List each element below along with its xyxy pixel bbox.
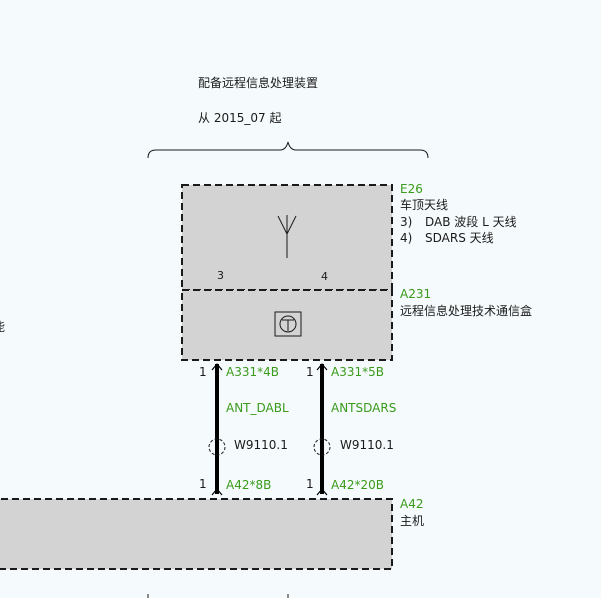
e26-pin-4: 4 bbox=[321, 270, 328, 283]
cable-shield-left bbox=[208, 438, 226, 456]
telematics-module-icon bbox=[274, 311, 302, 337]
top-brace bbox=[147, 141, 429, 159]
right-top-pin: 1 bbox=[306, 365, 314, 379]
bottom-brace-fragment bbox=[147, 594, 289, 598]
e26-pin-3: 3 bbox=[217, 269, 224, 282]
e26-variant-4-text: SDARS 天线 bbox=[425, 231, 494, 245]
antenna-icon bbox=[277, 215, 297, 258]
e26-code[interactable]: E26 bbox=[400, 182, 423, 196]
right-bottom-connector[interactable]: A42*20B bbox=[331, 478, 384, 492]
a231-code[interactable]: A231 bbox=[400, 287, 432, 301]
e26-variant-4-num: 4) bbox=[400, 231, 413, 245]
right-top-connector[interactable]: A331*5B bbox=[331, 365, 384, 379]
edge-text-fragment: 能 bbox=[0, 318, 5, 335]
e26-name: 车顶天线 bbox=[400, 198, 449, 212]
a42-box[interactable] bbox=[0, 498, 393, 570]
left-cable: W9110.1 bbox=[234, 438, 288, 452]
e26-variant-3-num: 3) bbox=[400, 215, 413, 229]
a42-code[interactable]: A42 bbox=[400, 497, 424, 511]
right-cable: W9110.1 bbox=[340, 438, 394, 452]
a231-name: 远程信息处理技术通信盒 bbox=[400, 304, 533, 318]
left-bottom-connector[interactable]: A42*8B bbox=[226, 478, 272, 492]
a231-box[interactable] bbox=[181, 289, 393, 361]
left-top-connector[interactable]: A331*4B bbox=[226, 365, 279, 379]
e26-variant-3-text: DAB 波段 L 天线 bbox=[425, 215, 517, 229]
a42-name: 主机 bbox=[400, 514, 425, 528]
connector-marks bbox=[211, 363, 328, 496]
cable-shield-right bbox=[313, 438, 331, 456]
left-top-pin: 1 bbox=[199, 365, 207, 379]
right-signal[interactable]: ANTSDARS bbox=[331, 401, 397, 415]
diagram-title: 配备远程信息处理装置 bbox=[198, 76, 319, 90]
right-bottom-pin: 1 bbox=[306, 477, 314, 491]
left-bottom-pin: 1 bbox=[199, 477, 207, 491]
diagram-subtitle: 从 2015_07 起 bbox=[198, 111, 282, 125]
left-signal[interactable]: ANT_DABL bbox=[226, 401, 289, 415]
